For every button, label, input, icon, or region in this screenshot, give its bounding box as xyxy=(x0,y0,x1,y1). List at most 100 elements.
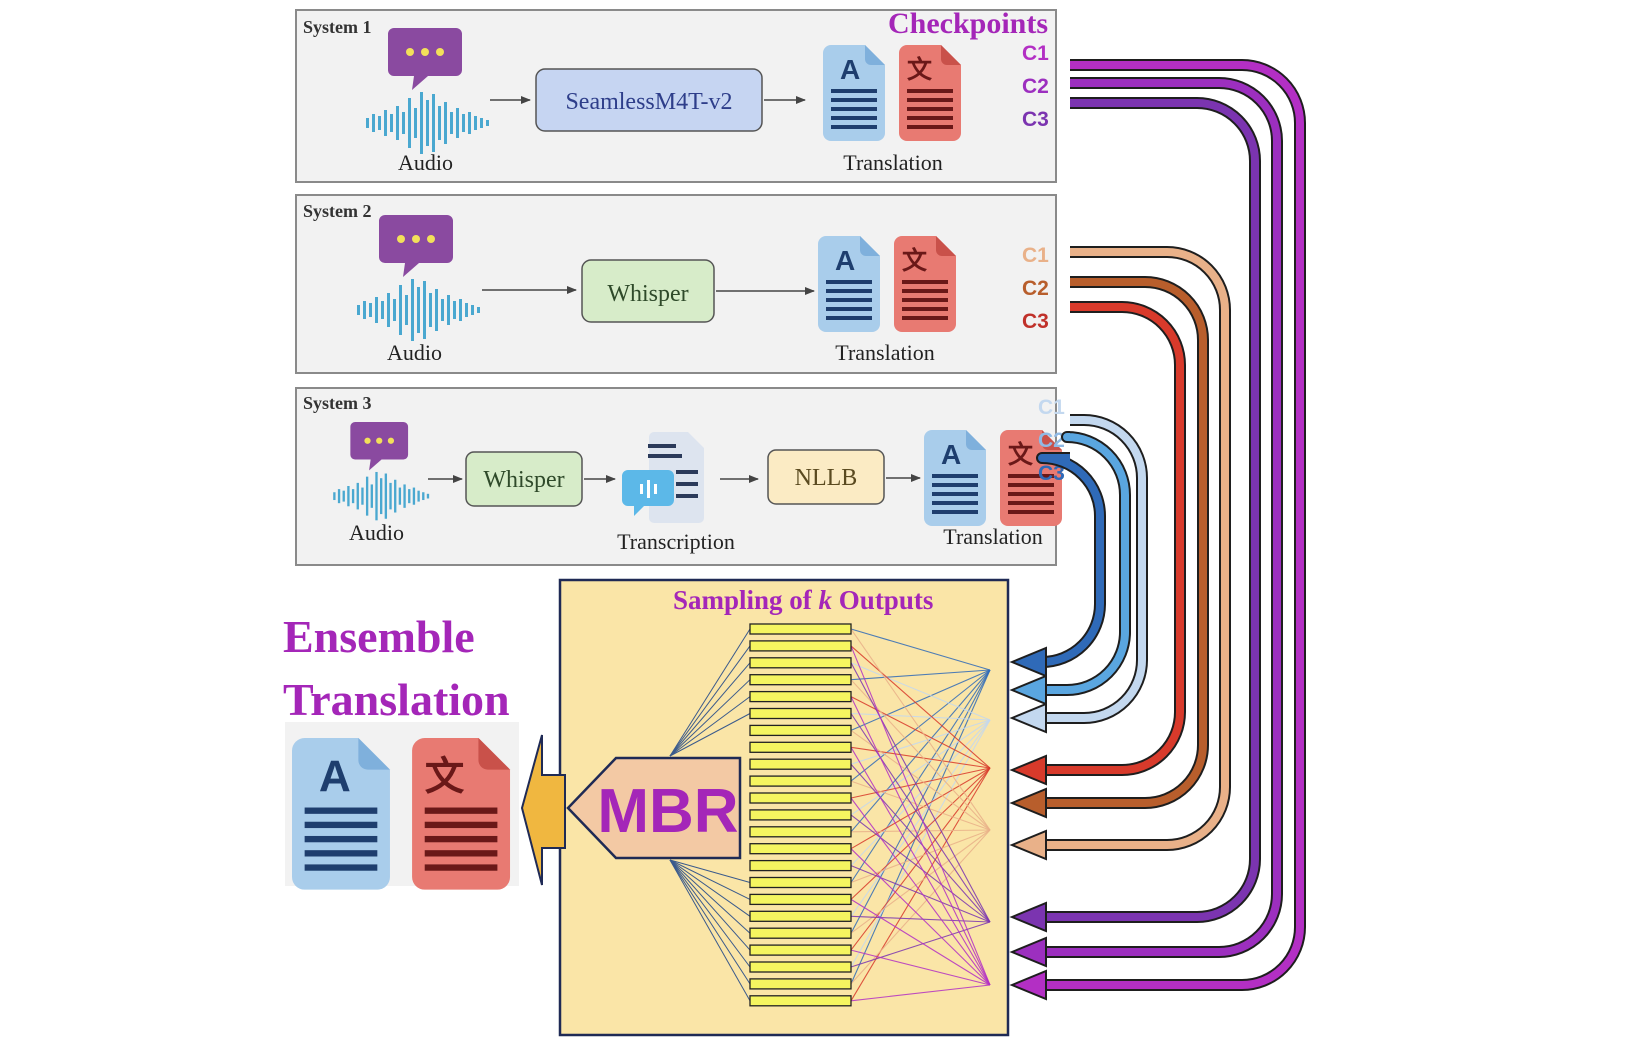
sampled-output-bar xyxy=(749,690,852,703)
ensemble-title-line2: Translation xyxy=(283,674,510,725)
system-3-checkpoint-c1: C1 xyxy=(1038,396,1065,419)
route-s2-c3 xyxy=(1040,303,1184,774)
mbr-edge xyxy=(669,679,751,757)
sampling-edge xyxy=(850,628,991,831)
system-1-audio-label: Audio xyxy=(398,150,453,175)
sampled-output-bar xyxy=(749,978,852,990)
sampling-edge xyxy=(850,729,991,831)
sampling-edge xyxy=(850,669,991,985)
route-s1-c3 xyxy=(1040,99,1259,921)
system-3-title: System 3 xyxy=(303,393,372,413)
ensemble-title-line1: Ensemble xyxy=(283,611,475,662)
sampled-output-bar xyxy=(749,657,852,669)
sampled-output-bar xyxy=(749,910,852,922)
route-s2-c2-head xyxy=(1009,787,1047,819)
system-3-model-label: Whisper xyxy=(483,467,564,493)
system-2-title: System 2 xyxy=(303,201,372,221)
sampling-edge xyxy=(850,829,991,934)
sampled-output-bar xyxy=(749,927,852,939)
sampling-edge xyxy=(850,669,991,934)
sampled-output-bar xyxy=(749,961,852,973)
sampling-edge xyxy=(850,829,991,985)
system-1-checkpoint-c3: C3 xyxy=(1022,108,1049,131)
sampling-edge xyxy=(850,719,991,765)
sampling-edge xyxy=(850,767,991,951)
route-s3-c3 xyxy=(1038,454,1104,666)
mbr-edge xyxy=(669,662,751,757)
sampled-output-bar xyxy=(749,792,852,804)
route-s1-c2-head xyxy=(1009,936,1047,968)
system-2-checkpoint-c2: C2 xyxy=(1022,277,1049,300)
sampling-edge xyxy=(850,628,991,671)
sampling-edge xyxy=(850,696,991,769)
sampling-edge xyxy=(850,645,991,986)
system-3-middle-label: Transcription xyxy=(617,529,735,554)
route-s3-c1 xyxy=(1040,416,1146,722)
system-3-panel: System 3 Audio Whisper Transcription NLL… xyxy=(295,387,1062,566)
mbr-edge xyxy=(669,859,751,951)
sampling-edge xyxy=(850,679,991,831)
sampling-edge xyxy=(850,848,991,986)
sampling-edge xyxy=(850,829,991,884)
whisper-model-box xyxy=(581,259,715,323)
mbr-edge xyxy=(669,859,751,917)
mbr-edge xyxy=(669,859,751,968)
sampling-edge xyxy=(850,915,991,923)
system-1-panel: System 1 Audio SeamlessM4T-v2 Translatio… xyxy=(295,9,1057,183)
route-s2-c1-head xyxy=(1009,829,1047,861)
sampling-edge xyxy=(850,865,991,923)
sampling-edge xyxy=(850,949,991,986)
checkpoints-title: Checkpoints xyxy=(888,7,1048,40)
system-2-output-label: Translation xyxy=(835,340,934,365)
mbr-edge xyxy=(669,645,751,757)
sampling-edge xyxy=(850,669,991,833)
system-1-output-label: Translation xyxy=(843,150,942,175)
route-s2-c3-head xyxy=(1009,754,1047,786)
sampled-output-bar xyxy=(749,640,852,652)
sampled-output-bar xyxy=(749,995,852,1007)
route-s3-c2 xyxy=(1040,433,1129,694)
sampled-output-bar xyxy=(749,809,852,821)
sampling-edge xyxy=(850,719,991,816)
sampling-edge xyxy=(850,669,991,681)
transcription-icon xyxy=(622,432,704,523)
sampling-edge xyxy=(850,780,991,831)
sampling-edge xyxy=(850,712,991,721)
sampling-edge xyxy=(850,767,991,1002)
sampling-edge xyxy=(850,669,991,782)
sampled-output-bar xyxy=(749,944,852,956)
route-s2-c1 xyxy=(1040,248,1229,849)
sampling-edge xyxy=(850,829,991,833)
sampling-edge xyxy=(850,747,991,986)
sampling-edge xyxy=(850,662,991,721)
system-2-audio-label: Audio xyxy=(387,340,442,365)
sampling-edge xyxy=(850,746,991,769)
mbr-edge xyxy=(669,713,751,757)
system-1-title: System 1 xyxy=(303,17,372,37)
sampling-edge xyxy=(850,767,991,799)
sampled-output-bar xyxy=(749,707,852,720)
route-s1-c3-head xyxy=(1009,901,1047,933)
sampled-output-bar xyxy=(749,741,852,753)
sampled-output-bar xyxy=(749,724,852,737)
system-2-checkpoint-c3: C3 xyxy=(1022,310,1049,333)
sampling-edge xyxy=(850,984,991,1002)
mbr-edge xyxy=(669,859,751,900)
sampling-connections xyxy=(669,628,991,1002)
sampled-output-bar xyxy=(749,893,852,906)
mbr-label: MBR xyxy=(597,777,738,846)
route-s3-c1-head xyxy=(1009,702,1047,734)
system-2-model-label: Whisper xyxy=(607,281,688,307)
system-3-output-label: Translation xyxy=(943,524,1042,549)
sampled-output-bar xyxy=(749,876,852,889)
mbr-edge xyxy=(669,696,751,757)
mbr-panel: Sampling of k Outputs MBR xyxy=(520,578,1010,1037)
mbr-edge xyxy=(669,859,751,1002)
system-3-checkpoint-c2: C2 xyxy=(1038,429,1065,452)
nllb-model-box xyxy=(767,449,885,505)
sampling-edge xyxy=(850,713,991,923)
sampling-edge xyxy=(850,669,991,883)
ensemble-output-arrow xyxy=(520,734,566,886)
route-s1-c1 xyxy=(1040,61,1304,989)
